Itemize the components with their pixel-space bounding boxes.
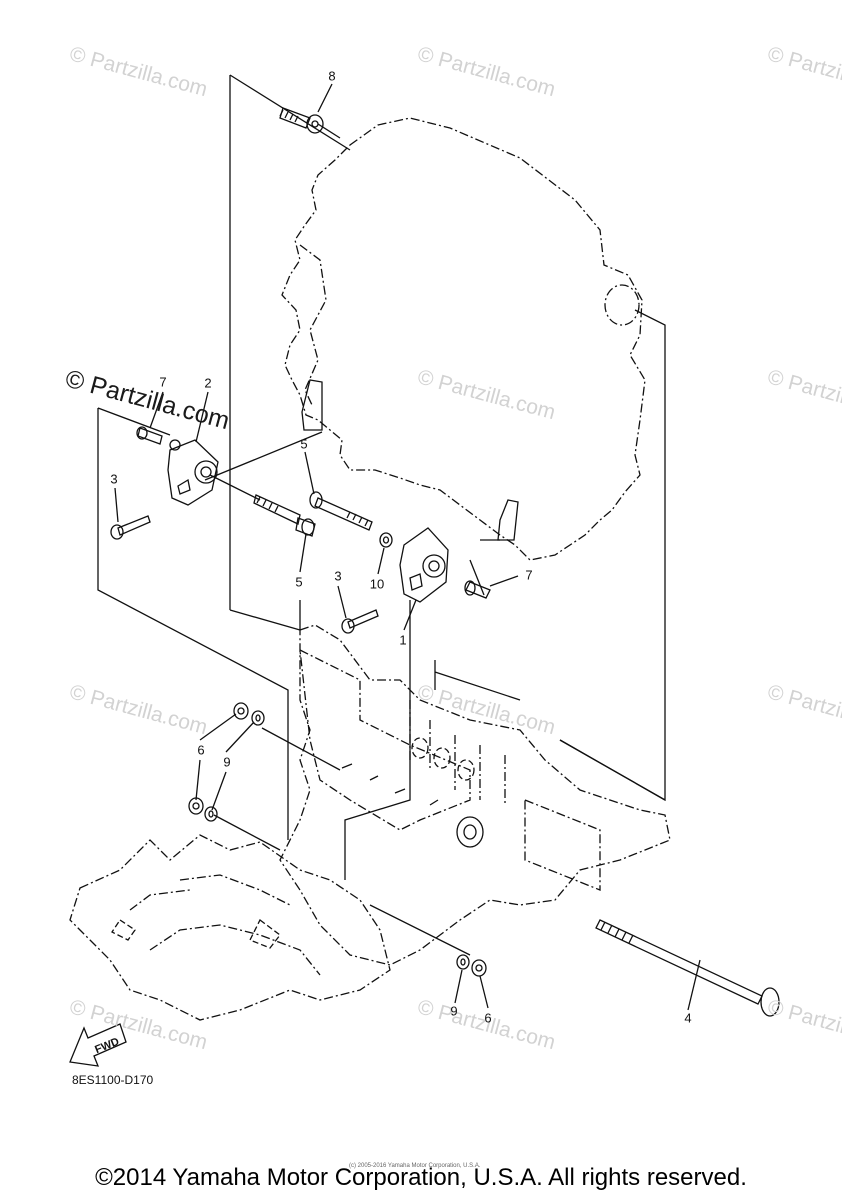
frame-hole-1	[411, 737, 429, 759]
explode-frame-left-block	[97, 407, 289, 840]
callout-9: 9	[450, 1003, 458, 1019]
explode-line-center	[299, 600, 411, 880]
frame-ribs	[409, 700, 601, 891]
callout-7: 7	[525, 567, 533, 583]
leader-2	[195, 391, 209, 443]
frame-boss	[456, 816, 484, 848]
leader-6-bottom	[479, 975, 489, 1009]
callout-1: 1	[399, 632, 407, 648]
explode-line-upper-bolt	[209, 474, 261, 501]
lower-bracket-inner	[129, 874, 321, 976]
callout-6: 6	[197, 742, 205, 758]
leader-3-left	[114, 487, 119, 523]
leader-10	[377, 547, 385, 575]
engine-mount-left	[167, 439, 219, 506]
callout-10: 10	[369, 576, 385, 592]
leader-9-bottom	[454, 969, 463, 1004]
frame-box	[299, 648, 471, 831]
engine-mount-right	[399, 527, 449, 603]
leader-4	[687, 959, 701, 1011]
washer-9-bottom	[456, 954, 470, 970]
explode-line-8	[317, 123, 341, 139]
bolt-3-center	[341, 609, 379, 634]
callout-4: 4	[684, 1010, 692, 1026]
explode-line-box-right	[434, 660, 666, 801]
tiny-notice: (c) 2005-2016 Yamaha Motor Corporation, …	[349, 1163, 481, 1169]
lower-bracket	[69, 834, 391, 1021]
leader-3-center	[337, 585, 347, 619]
nut-6-upper	[233, 702, 249, 720]
leader-7-left	[149, 391, 164, 429]
bolt-5-upper	[309, 491, 373, 531]
engine-port	[604, 284, 640, 326]
long-bolt-4	[595, 919, 780, 1017]
leader-1	[403, 599, 417, 631]
nut-6-bottom	[471, 959, 487, 977]
leader-5-lower	[299, 533, 307, 573]
copyright-footer: ©2014 Yamaha Motor Corporation, U.S.A. A…	[95, 1164, 747, 1191]
explode-line-washer	[261, 727, 471, 956]
engine-inner-left	[299, 244, 327, 406]
engine-outline	[281, 117, 646, 561]
callout-9: 9	[223, 754, 231, 770]
drawing-code: 8ES1100-D170	[72, 1073, 154, 1087]
explode-line-bolt5	[204, 431, 323, 481]
bolt-3-left	[110, 515, 151, 540]
explode-line-right	[469, 539, 500, 596]
leader-6-left	[195, 713, 237, 801]
leader-9-left	[211, 721, 255, 811]
washer-10	[379, 532, 393, 548]
leader-8	[317, 83, 333, 113]
bolt-7-right	[464, 580, 491, 599]
fwd-label: FWD	[93, 1036, 121, 1057]
frame-hole-3	[457, 759, 475, 781]
leader-7-right	[489, 575, 519, 587]
fwd-arrow-icon	[69, 1023, 127, 1067]
callout-7: 7	[159, 374, 167, 390]
callout-3: 3	[110, 471, 118, 487]
washer-9-upper	[251, 710, 265, 726]
callout-8: 8	[328, 68, 336, 84]
callout-3: 3	[334, 568, 342, 584]
explode-frame-right	[559, 309, 666, 802]
explode-line-left-down	[213, 814, 281, 851]
callout-2: 2	[204, 375, 212, 391]
frame-plate	[279, 624, 671, 966]
explode-frame-left	[229, 74, 351, 631]
frame-hole-2	[433, 747, 451, 769]
engine-bracket-left	[301, 379, 323, 431]
nut-6-left	[188, 797, 204, 815]
callout-6: 6	[484, 1010, 492, 1026]
leader-5-upper	[304, 451, 315, 495]
bolt-8	[279, 107, 324, 134]
callout-5: 5	[300, 436, 308, 452]
bolt-7-left	[136, 426, 181, 451]
engine-bracket-right	[497, 499, 519, 541]
frame-studs	[341, 763, 439, 806]
washer-9-left	[204, 806, 218, 822]
lower-bracket-cut	[111, 919, 281, 949]
bolt-5-lower	[253, 494, 316, 537]
callout-5: 5	[295, 574, 303, 590]
